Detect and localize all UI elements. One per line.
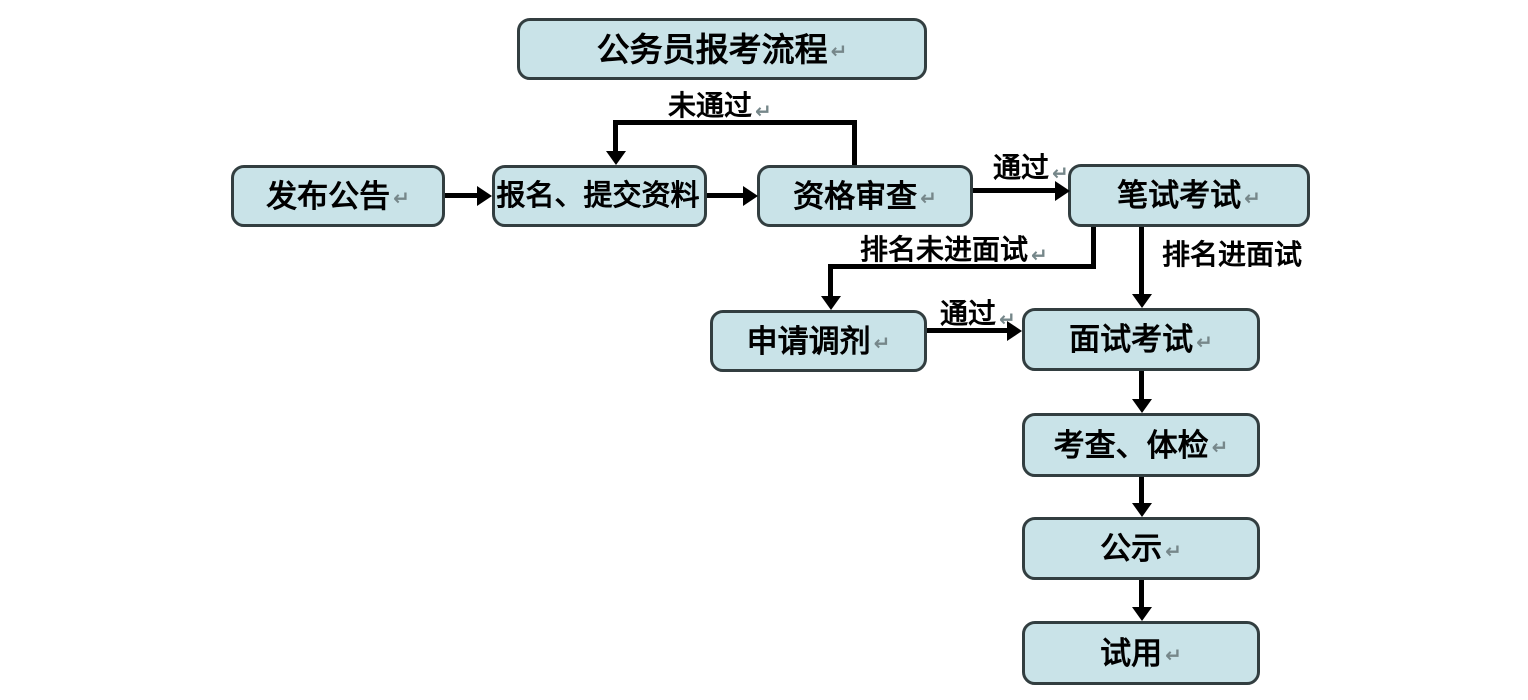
connector-announce-register: [445, 193, 477, 198]
edge-label-not-passed-text: 未通过: [668, 90, 753, 121]
node-title-label: 公务员报考流程: [596, 30, 828, 68]
return-mark-icon: ↵: [1031, 245, 1048, 267]
arrowhead-down-icon: [1132, 294, 1152, 308]
node-publicity: 公示↵: [1022, 517, 1260, 580]
node-publicity-label: 公示: [1100, 531, 1163, 566]
edge-label-rank-in: 排名进面试: [1162, 241, 1305, 269]
return-mark-icon: ↵: [755, 101, 772, 123]
connector-ranknotin-horizontal: [828, 264, 1096, 269]
return-mark-icon: ↵: [920, 188, 937, 210]
node-review-label: 资格审查: [793, 178, 918, 214]
edge-label-passed-review-text: 通过: [993, 152, 1050, 183]
connector-notpassed-right: [852, 120, 857, 165]
edge-label-passed-review: 通过↵: [993, 152, 1069, 185]
edge-label-rank-not-in: 排名未进面试↵: [860, 234, 1048, 267]
return-mark-icon: ↵: [1244, 187, 1261, 210]
return-mark-icon: ↵: [1196, 331, 1213, 354]
connector-ranknotin-down: [828, 264, 833, 298]
connector-rankin-vertical: [1139, 227, 1144, 295]
node-probation: 试用↵: [1022, 621, 1260, 685]
node-interview-exam: 面试考试↵: [1022, 308, 1260, 371]
arrowhead-right-icon: [1055, 181, 1070, 201]
connector-notpassed-left: [613, 120, 618, 152]
connector-publicity-probation: [1139, 580, 1144, 608]
edge-label-not-passed: 未通过↵: [668, 90, 772, 123]
node-register: 报名、提交资料: [492, 165, 707, 227]
arrowhead-down-icon: [1132, 399, 1152, 413]
arrowhead-down-icon: [1132, 607, 1152, 621]
arrowhead-down-icon: [606, 151, 626, 165]
connector-ranknotin-drop: [1091, 227, 1096, 269]
arrowhead-down-icon: [821, 296, 841, 310]
arrowhead-right-icon: [1007, 321, 1022, 341]
return-mark-icon: ↵: [999, 309, 1016, 331]
return-mark-icon: ↵: [830, 41, 848, 63]
node-written-exam-label: 笔试考试: [1117, 178, 1242, 213]
return-mark-icon: ↵: [1165, 645, 1182, 667]
node-written-exam: 笔试考试↵: [1068, 164, 1310, 227]
node-interview-exam-label: 面试考试: [1069, 322, 1194, 357]
arrowhead-down-icon: [1132, 503, 1152, 517]
connector-review-written: [973, 188, 1055, 193]
connector-register-review: [707, 193, 743, 198]
connector-transfer-interview: [927, 328, 1007, 333]
return-mark-icon: ↵: [873, 333, 891, 355]
node-title: 公务员报考流程↵: [517, 18, 927, 80]
connector-inspect-publicity: [1139, 477, 1144, 504]
edge-label-passed-transfer: 通过↵: [940, 298, 1016, 331]
node-apply-transfer: 申请调剂↵: [710, 310, 927, 372]
return-mark-icon: ↵: [1211, 437, 1229, 459]
return-mark-icon: ↵: [393, 188, 410, 210]
node-review: 资格审查↵: [757, 165, 973, 227]
edge-label-passed-transfer-text: 通过: [940, 298, 997, 329]
node-apply-transfer-label: 申请调剂: [746, 323, 871, 359]
connector-interview-inspect: [1139, 371, 1144, 400]
node-inspection-physical-label: 考查、体检: [1053, 427, 1209, 463]
connector-notpassed-horizontal: [613, 120, 857, 125]
return-mark-icon: ↵: [1052, 163, 1069, 185]
node-probation-label: 试用: [1100, 635, 1163, 671]
arrowhead-right-icon: [743, 186, 758, 206]
node-announce: 发布公告↵: [231, 165, 445, 227]
node-announce-label: 发布公告: [266, 178, 391, 214]
return-mark-icon: ↵: [1165, 540, 1182, 563]
arrowhead-right-icon: [477, 186, 492, 206]
edge-label-rank-not-in-text: 排名未进面试: [860, 234, 1029, 265]
node-register-label: 报名、提交资料: [496, 179, 700, 212]
node-inspection-physical: 考查、体检↵: [1022, 413, 1260, 477]
edge-label-rank-in-text: 排名进面试: [1162, 239, 1303, 270]
